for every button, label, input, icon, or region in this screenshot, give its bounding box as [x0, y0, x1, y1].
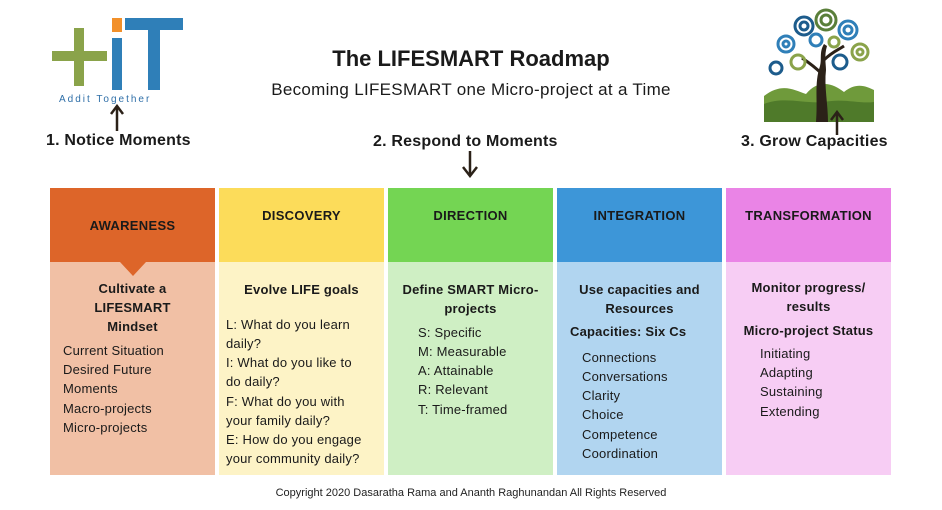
arrow-up-icon [830, 110, 844, 135]
column-line: R: Relevant [418, 382, 489, 397]
column-line: your community daily? [226, 451, 360, 466]
column-line: Define SMART Micro- [402, 282, 539, 297]
column-body [557, 262, 722, 475]
step-respond-to-moments: 2. Respond to Moments [373, 133, 558, 150]
column-line: do daily? [226, 374, 280, 389]
copyright-notice: Copyright 2020 Dasaratha Rama and Ananth… [275, 487, 667, 499]
column-integration: INTEGRATION Use capacities and Resources… [557, 188, 722, 475]
step-grow-capacities: 3. Grow Capacities [741, 133, 888, 150]
column-line: projects [444, 301, 497, 316]
tree-of-capacities-icon [764, 8, 874, 122]
column-discovery: DISCOVERY Evolve LIFE goals L: What do y… [219, 188, 384, 475]
column-line: Cultivate a [98, 281, 167, 296]
column-line: S: Specific [418, 325, 482, 340]
page-title: The LIFESMART Roadmap [332, 46, 610, 71]
column-line: Initiating [760, 346, 811, 361]
column-line: Adapting [760, 365, 813, 380]
arrow-down-icon [462, 151, 478, 178]
column-body [219, 262, 384, 475]
column-heading: DIRECTION [433, 208, 508, 223]
column-body [388, 262, 553, 475]
column-line: your family daily? [226, 413, 331, 428]
column-body [726, 262, 891, 475]
column-direction: DIRECTION Define SMART Micro- projects S… [388, 188, 553, 475]
column-line: F: What do you with [226, 394, 345, 409]
column-line: Evolve LIFE goals [244, 282, 359, 297]
column-heading: INTEGRATION [593, 208, 686, 223]
addit-together-logo: Addit Together [50, 18, 190, 110]
column-line: Current Situation [63, 343, 164, 358]
column-line: LIFESMART [94, 300, 171, 315]
column-heading: TRANSFORMATION [745, 208, 872, 223]
column-line: Micro-projects [63, 420, 148, 435]
column-heading: AWARENESS [89, 218, 176, 233]
column-line: Monitor progress/ [751, 280, 866, 295]
column-line: Choice [582, 407, 624, 422]
column-transformation: TRANSFORMATION Monitor progress/ results… [726, 188, 891, 475]
arrow-up-icon [110, 104, 124, 131]
column-line: Moments [63, 381, 118, 396]
column-line: results [786, 299, 831, 314]
column-heading-box: AWARENESS [50, 188, 215, 262]
column-line: Competence [582, 427, 658, 442]
column-line: daily? [226, 336, 262, 351]
column-line: Mindset [107, 319, 158, 334]
plus-it-logo-icon [52, 18, 183, 90]
column-heading: DISCOVERY [262, 208, 341, 223]
column-line: Resources [605, 301, 674, 316]
column-line: Micro-project Status [743, 323, 874, 338]
column-heading-box: INTEGRATION [557, 188, 722, 262]
column-line: M: Measurable [418, 344, 507, 359]
column-line: Coordination [582, 446, 659, 461]
column-heading-box: DISCOVERY [219, 188, 384, 262]
column-line: Conversations [582, 369, 668, 384]
step-notice-moments: 1. Notice Moments [46, 132, 191, 149]
column-line: T: Time-framed [418, 402, 508, 417]
column-line: L: What do you learn [226, 317, 350, 332]
heading-pointer [120, 262, 146, 276]
column-line: Use capacities and [579, 282, 700, 297]
column-heading-box: TRANSFORMATION [726, 188, 891, 262]
column-line: Sustaining [760, 384, 823, 399]
column-heading-box: DIRECTION [388, 188, 553, 262]
column-line: Connections [582, 350, 657, 365]
column-line: E: How do you engage [226, 432, 362, 447]
column-awareness: AWARENESS Cultivate a LIFESMART Mindset … [50, 188, 215, 475]
page-subtitle: Becoming LIFESMART one Micro-project at … [271, 80, 671, 99]
column-body [50, 262, 215, 475]
column-line: Clarity [582, 388, 621, 403]
logo-tagline: Addit Together [59, 94, 152, 105]
column-line: Capacities: Six Cs [570, 324, 687, 339]
column-line: Extending [760, 404, 820, 419]
column-line: A: Attainable [418, 363, 494, 378]
column-line: I: What do you like to [226, 355, 352, 370]
column-line: Macro-projects [63, 401, 152, 416]
column-line: Desired Future [63, 362, 152, 377]
